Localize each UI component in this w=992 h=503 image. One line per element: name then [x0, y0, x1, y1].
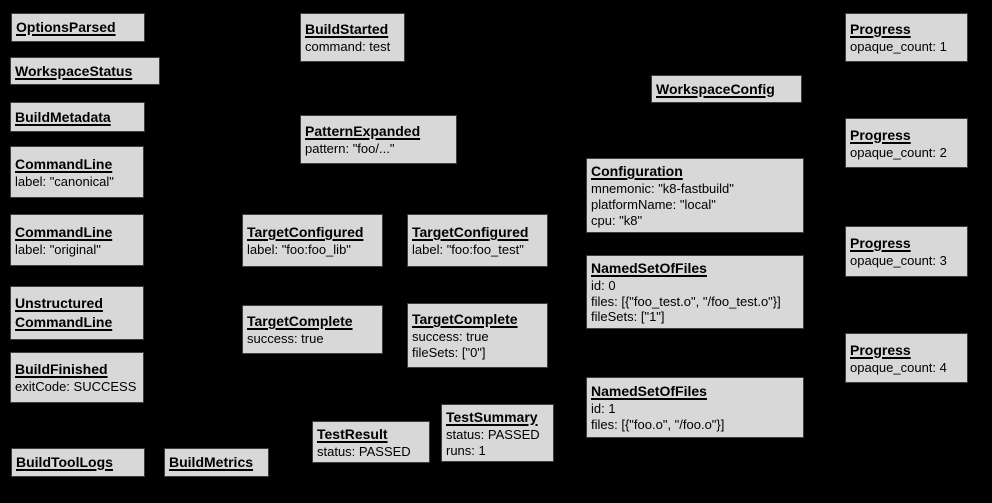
event-title: OptionsParsed	[16, 19, 116, 35]
event-title: Progress	[850, 235, 911, 252]
event-title: CommandLine	[15, 155, 113, 172]
event-box-progress-2: Progress opaque_count: 2	[845, 118, 968, 168]
event-box-workspace-config: WorkspaceConfig	[651, 75, 802, 103]
event-box-progress-3: Progress opaque_count: 3	[845, 226, 968, 277]
event-box-options-parsed: OptionsParsed	[11, 13, 145, 42]
event-title: TargetComplete	[412, 311, 518, 328]
event-title: Progress	[850, 21, 911, 38]
event-details: success: true	[247, 331, 324, 347]
event-title: Progress	[850, 341, 911, 358]
event-details: label: "original"	[15, 241, 101, 257]
event-title: Unstructured CommandLine	[15, 295, 113, 330]
event-box-target-configured-foo-test: TargetConfigured label: "foo:foo_test"	[407, 214, 548, 267]
event-details: success: true fileSets: ["0"]	[412, 329, 489, 360]
event-title: BuildStarted	[305, 21, 389, 38]
event-details: exitCode: SUCCESS	[15, 379, 137, 395]
event-title: TestSummary	[446, 408, 538, 425]
event-title: TestResult	[317, 425, 388, 442]
event-box-named-set-of-files-1: NamedSetOfFiles id: 1 files: [{"foo.o", …	[586, 377, 804, 438]
event-box-build-finished: BuildFinished exitCode: SUCCESS	[10, 352, 144, 403]
event-title: PatternExpanded	[305, 123, 421, 140]
event-details: id: 0 files: [{"foo_test.o", "/foo_test.…	[591, 277, 781, 325]
event-title: CommandLine	[15, 223, 113, 240]
event-box-progress-1: Progress opaque_count: 1	[845, 13, 968, 62]
event-box-test-summary: TestSummary status: PASSED runs: 1	[441, 404, 554, 462]
event-details: label: "foo:foo_test"	[412, 242, 524, 258]
event-box-build-tool-logs: BuildToolLogs	[11, 448, 145, 477]
event-title: WorkspaceConfig	[656, 80, 775, 97]
event-box-target-complete-foo-lib: TargetComplete success: true	[242, 305, 383, 354]
event-box-command-line-canonical: CommandLine label: "canonical"	[10, 146, 144, 198]
event-details: opaque_count: 4	[850, 359, 947, 375]
event-box-test-result: TestResult status: PASSED	[312, 421, 430, 463]
event-box-command-line-original: CommandLine label: "original"	[10, 214, 144, 266]
event-box-pattern-expanded: PatternExpanded pattern: "foo/..."	[300, 115, 457, 164]
event-title: TargetConfigured	[247, 224, 364, 241]
event-title: BuildToolLogs	[16, 454, 113, 470]
event-box-target-complete-foo-test: TargetComplete success: true fileSets: […	[407, 303, 548, 368]
event-title: NamedSetOfFiles	[591, 383, 707, 400]
event-title: WorkspaceStatus	[15, 62, 133, 79]
event-box-workspace-status: WorkspaceStatus	[10, 57, 160, 85]
event-details: label: "canonical"	[15, 173, 114, 189]
event-title: Progress	[850, 126, 911, 143]
event-box-named-set-of-files-0: NamedSetOfFiles id: 0 files: [{"foo_test…	[586, 255, 804, 329]
event-title: BuildFinished	[15, 361, 108, 378]
event-details: status: PASSED runs: 1	[446, 426, 540, 458]
event-details: pattern: "foo/..."	[305, 141, 395, 157]
event-details: command: test	[305, 39, 391, 55]
event-title: BuildMetrics	[169, 454, 254, 470]
event-title: NamedSetOfFiles	[591, 259, 707, 276]
event-details: id: 1 files: [{"foo.o", "/foo.o"}]	[591, 401, 725, 432]
event-title: BuildMetadata	[15, 108, 111, 125]
event-box-unstructured-command-line: Unstructured CommandLine	[10, 286, 144, 340]
event-box-target-configured-foo-lib: TargetConfigured label: "foo:foo_lib"	[242, 214, 383, 267]
event-box-progress-4: Progress opaque_count: 4	[845, 333, 968, 383]
event-box-build-started: BuildStarted command: test	[300, 13, 405, 62]
event-details: opaque_count: 2	[850, 144, 947, 160]
event-details: opaque_count: 1	[850, 39, 947, 55]
event-details: label: "foo:foo_lib"	[247, 242, 351, 258]
event-title: TargetConfigured	[412, 224, 529, 241]
event-title: TargetComplete	[247, 313, 353, 330]
event-box-build-metrics: BuildMetrics	[164, 448, 269, 477]
event-box-build-metadata: BuildMetadata	[10, 102, 145, 132]
event-details: mnemonic: "k8-fastbuild" platformName: "…	[591, 181, 734, 228]
event-details: status: PASSED	[317, 443, 411, 459]
event-details: opaque_count: 3	[850, 253, 947, 269]
event-title: Configuration	[591, 163, 683, 180]
event-box-configuration: Configuration mnemonic: "k8-fastbuild" p…	[586, 158, 804, 233]
